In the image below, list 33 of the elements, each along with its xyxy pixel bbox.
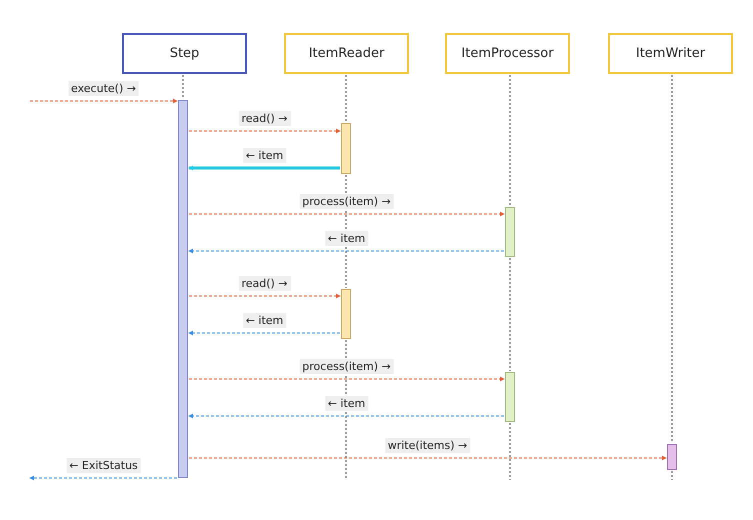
participant-box: Step (122, 33, 247, 74)
edge-label: ← item (242, 313, 286, 328)
message-arrow (188, 128, 341, 134)
activation-bar (505, 207, 515, 257)
edge-label: read() → (238, 111, 291, 126)
edge-label: ← item (324, 396, 368, 411)
message-arrow (30, 98, 178, 104)
activation-bar (341, 289, 351, 339)
participant-box: ItemReader (284, 33, 409, 74)
message-arrow (188, 330, 340, 336)
participant-box: ItemWriter (608, 33, 733, 74)
message-arrow (29, 476, 178, 480)
activation-bar (341, 123, 351, 174)
edge-label: ← item (324, 231, 368, 246)
message-arrow (188, 376, 505, 382)
message-arrow (188, 248, 504, 254)
activation-bar (667, 444, 677, 470)
message-arrow (188, 294, 341, 298)
activation-bar (505, 372, 515, 422)
activation-bar (178, 100, 188, 478)
lifeline (182, 74, 184, 100)
participant-box: ItemProcessor (445, 33, 570, 74)
message-arrow (188, 414, 504, 418)
edge-label: write(items) → (384, 438, 470, 453)
edge-label: process(item) → (299, 194, 394, 209)
edge-label: process(item) → (299, 359, 394, 374)
message-arrow (188, 166, 340, 170)
edge-label: ← ExitStatus (66, 458, 141, 473)
message-arrow (188, 456, 667, 460)
message-arrow (188, 212, 505, 216)
edge-label: execute() → (68, 81, 139, 96)
edge-label: read() → (238, 276, 291, 291)
edge-label: ← item (242, 148, 286, 163)
